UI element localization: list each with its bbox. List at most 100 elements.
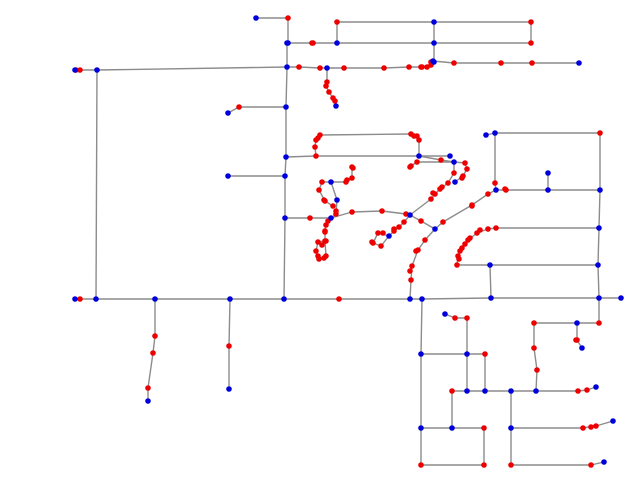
road-edge [533,323,538,392]
junction-node [451,159,457,165]
junction-node [464,351,470,357]
shape-point-node [323,238,329,244]
shape-point-node [323,83,329,89]
shape-point-node [456,256,462,262]
road-edge [315,133,420,156]
road-edge [434,189,600,230]
junction-node [452,179,458,185]
shape-point-node [349,209,355,215]
road-edge [444,313,468,354]
junction-node [93,296,99,302]
shape-point-node [336,296,342,302]
shape-point-node [350,165,356,171]
shape-point-node [307,215,313,221]
shape-point-node [285,15,291,21]
shape-point-node [333,208,339,214]
junction-node [610,418,616,424]
junction-node [282,215,288,221]
junction-node [283,154,289,160]
shape-point-node [391,226,397,232]
shape-point-node [315,239,321,245]
node-layer [72,15,624,468]
shape-point-node [296,64,302,70]
road-edge [337,21,532,43]
shape-point-node [375,230,381,236]
shape-point-node [326,89,332,95]
edge-layer [75,17,621,466]
shape-point-node [408,277,414,283]
junction-node [545,187,551,193]
junction-node [449,425,455,431]
road-edge [285,155,450,158]
shape-point-node [485,191,491,197]
shape-point-node [485,226,491,232]
shape-point-node [236,104,242,110]
junction-node [579,345,585,351]
junction-node [225,173,231,179]
junction-node [94,67,100,73]
junction-node [418,425,424,431]
shape-point-node [528,19,534,25]
shape-point-node [379,208,385,214]
shape-point-node [440,219,446,225]
junction-node [431,40,437,46]
shape-point-node [317,65,323,71]
junction-node [328,179,334,185]
junction-node [533,388,539,394]
shape-point-node [407,268,413,274]
shape-point-node [438,157,444,163]
shape-point-node [369,239,375,245]
road-edge [452,386,597,392]
shape-point-node [580,425,586,431]
shape-point-node [508,462,514,468]
road-edge [283,43,288,300]
shape-point-node [409,263,415,269]
junction-node [253,15,259,21]
shape-point-node [316,187,322,193]
shape-point-node [145,385,151,391]
shape-point-node [401,219,407,225]
shape-point-node [464,315,470,321]
road-edge [420,298,423,465]
junction-node [492,130,498,136]
junction-node [483,132,489,138]
shape-point-node [418,462,424,468]
junction-node [334,40,340,46]
shape-point-node [469,203,475,209]
junction-node [618,295,624,301]
shape-point-node [315,135,321,141]
junction-node [596,295,602,301]
junction-node [595,262,601,268]
junction-node [386,233,392,239]
junction-node [227,296,233,302]
shape-point-node [319,179,325,185]
shape-point-node [380,230,386,236]
junction-node [281,296,287,302]
road-edge [576,323,583,349]
shape-point-node [452,315,458,321]
shape-point-node [310,40,316,46]
junction-node [283,104,289,110]
junction-node [324,65,330,71]
shape-point-node [414,159,420,165]
junction-node [487,262,493,268]
junction-node [597,187,603,193]
junction-node [334,197,340,203]
shape-point-node [332,98,338,104]
shape-point-node [312,144,318,150]
junction-node [432,226,438,232]
shape-point-node [529,60,535,66]
shape-point-node [407,164,413,170]
shape-point-node [593,423,599,429]
junction-node [418,351,424,357]
shape-point-node [396,224,402,230]
junction-node [488,295,494,301]
junction-node [284,64,290,70]
shape-point-node [439,184,445,190]
shape-point-node [349,175,355,181]
shape-point-node [493,225,499,231]
road-edge [95,69,98,300]
shape-point-node [467,235,473,241]
junction-node [419,296,425,302]
